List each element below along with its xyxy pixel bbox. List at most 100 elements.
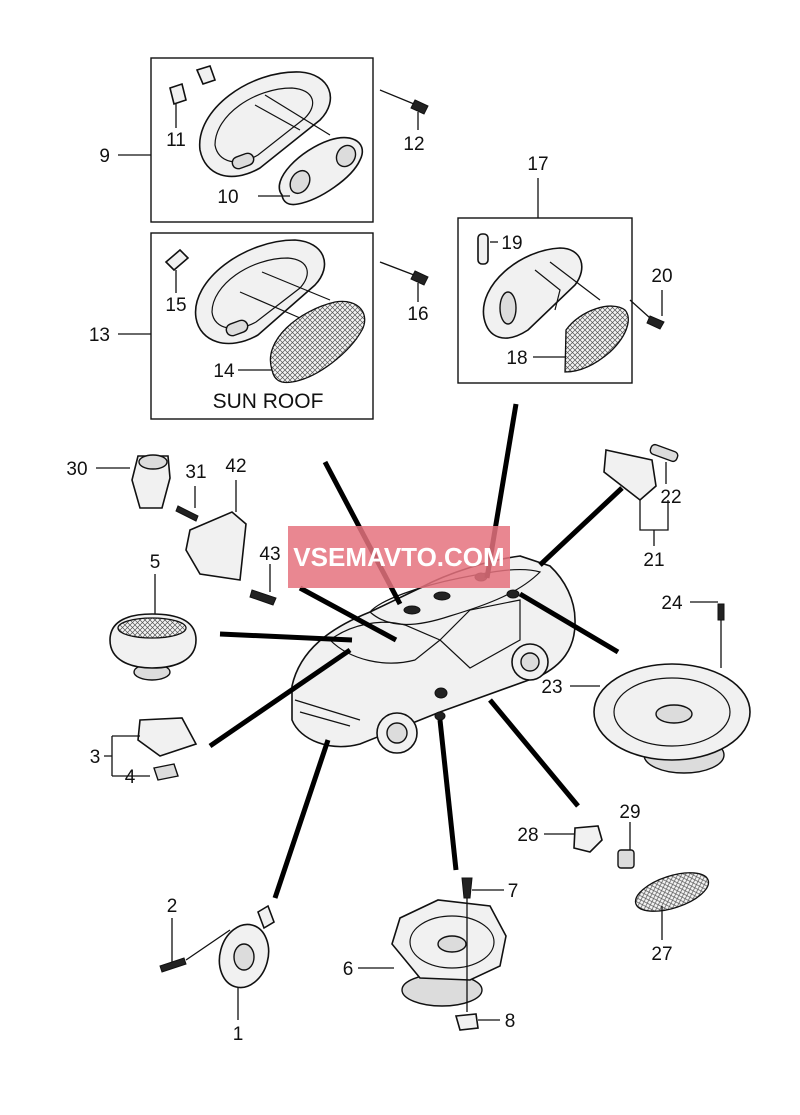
mounting-bracket xyxy=(185,511,247,581)
assembly-frame xyxy=(457,217,633,384)
screw xyxy=(410,270,429,286)
door-round-speaker xyxy=(358,877,507,1031)
callout-30: 30 xyxy=(66,459,87,480)
lamp-lens xyxy=(564,305,629,373)
bulb xyxy=(169,82,187,106)
dome-lamp-assembly-box xyxy=(118,57,429,223)
grille-lines xyxy=(294,699,361,727)
guide-lines xyxy=(254,94,331,136)
callout-23: 23 xyxy=(541,677,562,698)
sunroof-lamp-assembly-box: SUN ROOF xyxy=(118,232,429,420)
lamp-housing xyxy=(603,449,657,502)
clip xyxy=(454,1013,479,1031)
bulb xyxy=(195,65,217,85)
callout-4: 4 xyxy=(125,767,136,788)
leader-line xyxy=(379,89,415,105)
pointer-line xyxy=(208,647,352,749)
leader-line xyxy=(379,261,415,276)
callout-11: 11 xyxy=(166,130,186,151)
rear-oval-speaker xyxy=(570,601,751,774)
door-speaker-mark xyxy=(434,711,446,721)
side-windows xyxy=(439,599,521,669)
callout-7: 7 xyxy=(508,881,519,902)
pointer-lines xyxy=(208,403,624,899)
door-switch-group xyxy=(96,454,277,606)
callout-12: 12 xyxy=(403,134,424,155)
lamp-socket xyxy=(573,825,603,853)
callout-5: 5 xyxy=(150,552,161,573)
speaker-dustcap xyxy=(437,935,467,953)
rear-lamp-assembly-box xyxy=(457,178,665,384)
callout-6: 6 xyxy=(343,959,354,980)
screw xyxy=(717,603,725,621)
callout-31: 31 xyxy=(185,462,206,483)
door-speaker-mark xyxy=(434,687,448,699)
bulb xyxy=(164,248,190,272)
pointer-line xyxy=(219,631,353,643)
bolt xyxy=(249,589,277,606)
lamp-switch xyxy=(231,152,255,170)
lamp-housing xyxy=(137,717,198,757)
repeater-lens xyxy=(634,872,710,912)
pointer-line xyxy=(437,719,459,871)
lamp-housing xyxy=(194,239,326,345)
watermark-text: VSEMAVTO.COM xyxy=(293,542,504,572)
callout-labels: 9 11 12 10 13 15 16 14 17 19 20 18 30 31… xyxy=(66,130,683,1045)
marker-lamp-group xyxy=(603,443,679,546)
assembly-frame xyxy=(150,232,374,420)
callout-20: 20 xyxy=(651,266,672,287)
callout-1: 1 xyxy=(233,1024,244,1045)
callout-43: 43 xyxy=(259,544,280,565)
callout-24: 24 xyxy=(661,593,683,614)
pointer-line xyxy=(488,698,580,808)
screw xyxy=(175,505,199,522)
bulb xyxy=(617,849,635,869)
assembly-frame xyxy=(150,57,374,223)
lamp-lens xyxy=(269,300,366,384)
screw xyxy=(410,99,429,115)
pointer-line xyxy=(272,739,331,899)
callout-13: 13 xyxy=(89,325,110,346)
door-switch-body xyxy=(131,455,171,509)
tweeter-speaker xyxy=(109,574,197,681)
roof-lamp-mark xyxy=(433,591,451,601)
callout-17: 17 xyxy=(527,154,548,175)
leader-line xyxy=(104,735,150,777)
callout-22: 22 xyxy=(660,487,681,508)
lamp-switch xyxy=(499,291,517,325)
callout-14: 14 xyxy=(213,361,235,382)
screw xyxy=(646,315,665,330)
lamp-housing xyxy=(482,247,583,339)
callout-42: 42 xyxy=(225,456,246,477)
callout-15: 15 xyxy=(165,295,186,316)
callout-3: 3 xyxy=(90,747,101,768)
callout-2: 2 xyxy=(167,896,178,917)
watermark: VSEMAVTO.COM xyxy=(288,526,510,588)
lens-window-left xyxy=(289,169,311,195)
side-repeater-group xyxy=(544,822,710,940)
lamp-housing xyxy=(199,71,332,178)
lamp-switch xyxy=(225,319,249,337)
lens-window-right xyxy=(335,144,357,168)
pointer-line xyxy=(518,591,620,655)
tweeter-grille xyxy=(117,617,187,639)
leader-line xyxy=(639,500,669,546)
callout-27: 27 xyxy=(651,944,672,965)
bulb xyxy=(477,233,489,265)
guide-lines xyxy=(534,261,601,311)
guide-lines xyxy=(239,271,331,319)
callout-21: 21 xyxy=(643,550,664,571)
watermark-band xyxy=(288,526,510,588)
callout-10: 10 xyxy=(217,187,238,208)
sunroof-caption: SUN ROOF xyxy=(213,390,324,413)
switch-cap xyxy=(138,454,168,470)
front-hub xyxy=(386,722,408,744)
leader-line xyxy=(185,929,231,961)
bulb xyxy=(153,763,179,781)
speaker-cone xyxy=(613,677,731,747)
glovebox-lamp-group xyxy=(104,717,198,781)
speaker-cone xyxy=(409,915,495,969)
horn-group xyxy=(159,904,275,1020)
